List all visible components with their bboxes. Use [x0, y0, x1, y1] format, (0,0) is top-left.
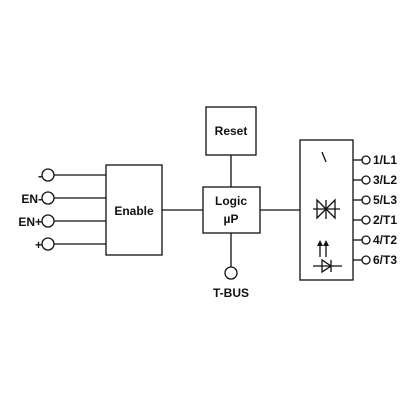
- terminal-label-3l2: 3/L2: [373, 173, 397, 187]
- terminal-plus: [41, 237, 55, 251]
- tbus-terminal: [224, 266, 238, 280]
- terminal-label-en-plus: EN+: [18, 215, 42, 229]
- terminal-label-4t2: 4/T2: [373, 233, 397, 247]
- terminal-4t2: [361, 235, 371, 245]
- terminal-5l3: [361, 195, 371, 205]
- terminal-1l1: [361, 155, 371, 165]
- terminal-label-1l1: 1/L1: [373, 153, 397, 167]
- tbus-label: T-BUS: [213, 286, 249, 300]
- switch-icon: [321, 151, 327, 163]
- terminal-label-6t3: 6/T3: [373, 253, 397, 267]
- terminal-en-plus: [41, 214, 55, 228]
- terminal-minus: [41, 168, 55, 182]
- terminal-label-2t1: 2/T1: [373, 213, 397, 227]
- thyristor-icon: [313, 198, 340, 220]
- logic-label: Logic: [215, 194, 247, 208]
- terminal-label-minus: -: [38, 169, 42, 183]
- microprocessor-label: µP: [224, 212, 239, 226]
- enable-block: [105, 164, 163, 256]
- enable-label: Enable: [114, 204, 154, 218]
- optotriac-icon: [313, 240, 342, 274]
- input-terminals: - EN- EN+ +: [18, 168, 106, 252]
- terminal-label-en-minus: EN-: [21, 192, 42, 206]
- terminal-2t1: [361, 215, 371, 225]
- terminal-label-5l3: 5/L3: [373, 193, 397, 207]
- terminal-3l2: [361, 175, 371, 185]
- terminal-en-minus: [41, 191, 55, 205]
- reset-label: Reset: [215, 124, 248, 138]
- terminal-6t3: [361, 255, 371, 265]
- terminal-label-plus: +: [35, 238, 42, 252]
- output-terminals: 1/L1 3/L2 5/L3 2/T1 4/T2 6/T3: [353, 153, 397, 267]
